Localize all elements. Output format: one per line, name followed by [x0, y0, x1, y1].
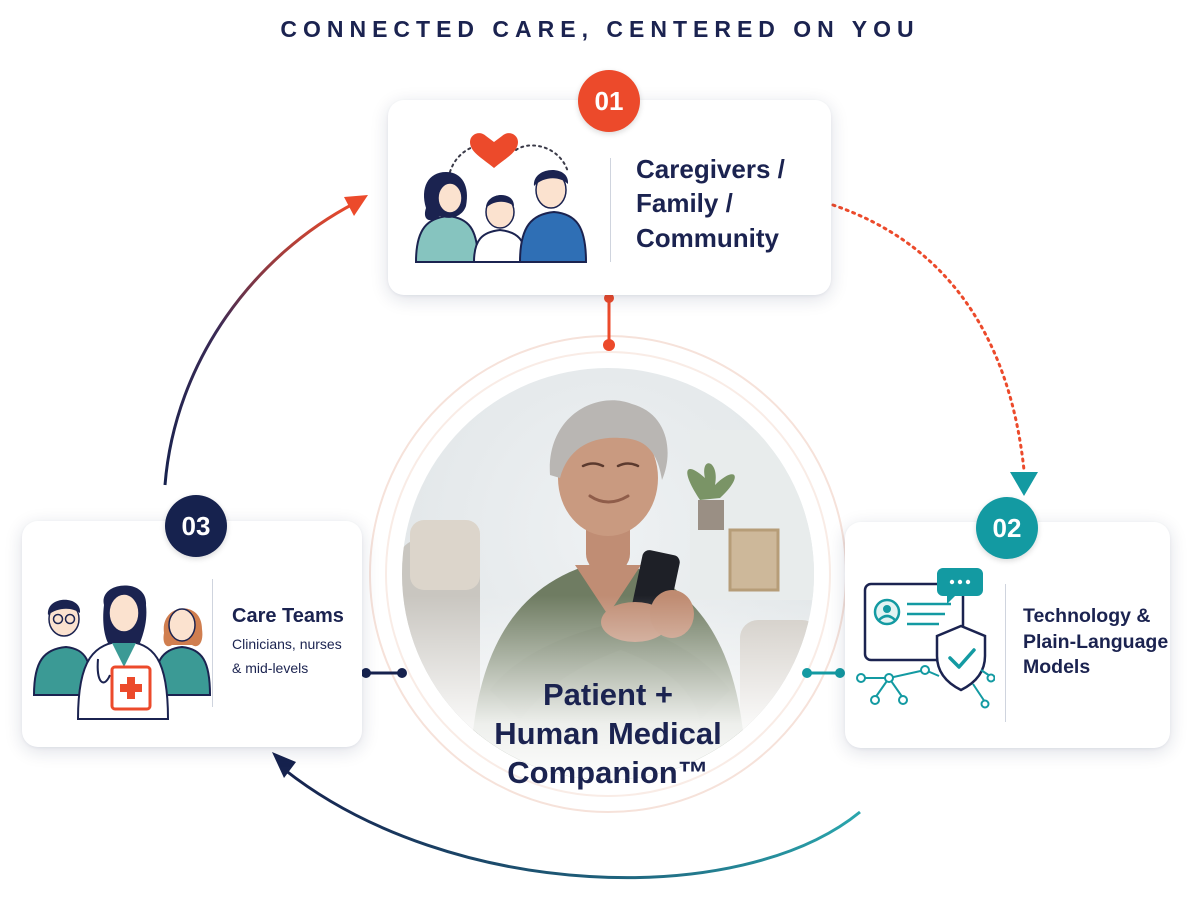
node-card-technology: Technology & Plain-Language Models: [845, 522, 1170, 748]
node-label-caregivers: Caregivers / Family / Community: [636, 154, 785, 253]
node-label-care-teams: Care Teams: [232, 605, 344, 627]
center-label-line-1: Patient +: [542, 677, 674, 712]
step-badge-03: 03: [165, 495, 227, 557]
arrow-01-to-02: [831, 203, 1026, 472]
arrowhead-02: [1010, 472, 1038, 496]
patient-photo: [402, 368, 814, 780]
arrow-03-to-01: [163, 201, 356, 486]
node-label-technology: Technology & Plain-Language Models: [1023, 605, 1169, 679]
inner-ring: [385, 351, 831, 797]
center-label-line-3: Companion™: [507, 754, 709, 790]
step-badge-01: 01: [578, 70, 640, 132]
care-team-icon: [32, 585, 212, 720]
secure-chat-profile-icon: [856, 568, 995, 709]
node-sub-care-teams: Clinicians, nurses & mid-levels: [232, 636, 342, 676]
node-card-caregivers: Caregivers / Family / Community: [388, 100, 831, 295]
center-label-line-2: Human Medical: [494, 715, 722, 751]
arrowhead-01: [344, 195, 368, 216]
arrow-02-to-03: [284, 768, 861, 879]
family-heart-icon: [414, 133, 588, 263]
arrowhead-03: [272, 752, 296, 778]
node-card-care-teams: Care Teams Clinicians, nurses & mid-leve…: [22, 521, 362, 747]
step-badge-02: 02: [976, 497, 1038, 559]
diagram-title: CONNECTED CARE, CENTERED ON YOU: [280, 16, 920, 42]
center-label: Patient + Human Medical Companion™: [445, 676, 771, 792]
